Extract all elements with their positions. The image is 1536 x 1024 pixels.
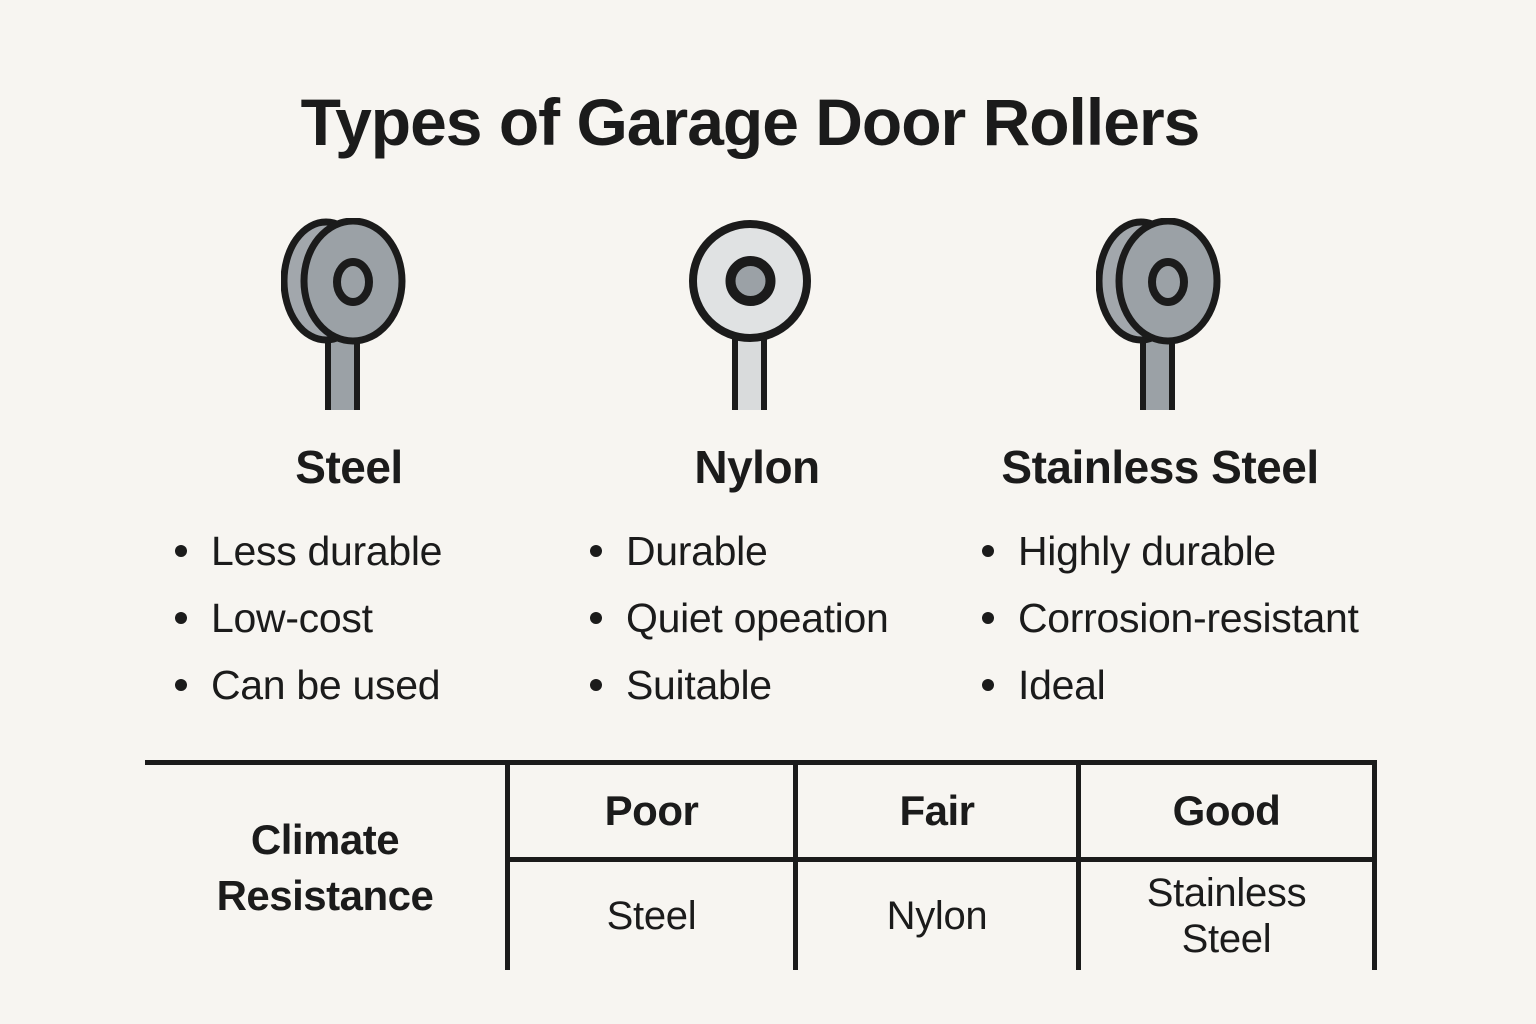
table-row-header: Climate Resistance bbox=[216, 815, 434, 919]
bullet-item: Ideal bbox=[982, 661, 1359, 709]
bullet-text: Highly durable bbox=[1018, 527, 1276, 574]
bullet-text: Ideal bbox=[1018, 661, 1106, 708]
rating-cell-good: Good bbox=[1076, 765, 1372, 862]
bullet-dot-icon bbox=[982, 545, 994, 557]
bullet-item: Low-cost bbox=[175, 594, 442, 642]
bullet-item: Can be used bbox=[175, 661, 442, 709]
bullet-text: Suitable bbox=[626, 661, 772, 708]
type-heading-steel: Steel bbox=[295, 441, 403, 493]
bullet-text: Less durable bbox=[211, 527, 443, 574]
bullet-item: Suitable bbox=[590, 661, 889, 709]
bullet-text: Low-cost bbox=[211, 594, 373, 641]
bullet-text: Quiet opeation bbox=[626, 594, 889, 641]
material-cell-steel: Steel bbox=[505, 862, 793, 970]
bullet-item: Durable bbox=[590, 527, 889, 575]
bullet-item: Highly durable bbox=[982, 527, 1359, 575]
bullet-dot-icon bbox=[175, 679, 187, 691]
stainless-steel-roller-icon bbox=[1096, 218, 1221, 410]
nylon-bullet-list: Durable Quiet opeation Suitable bbox=[590, 527, 889, 728]
bullet-dot-icon bbox=[982, 679, 994, 691]
bullet-item: Quiet opeation bbox=[590, 594, 889, 642]
steel-bullet-list: Less durable Low-cost Can be used bbox=[175, 527, 442, 728]
bullet-text: Corrosion-resistant bbox=[1018, 594, 1359, 641]
bullet-dot-icon bbox=[175, 612, 187, 624]
bullet-text: Can be used bbox=[211, 661, 441, 708]
type-heading-nylon: Nylon bbox=[694, 441, 820, 493]
bullet-dot-icon bbox=[982, 612, 994, 624]
bullet-item: Less durable bbox=[175, 527, 442, 575]
bullet-dot-icon bbox=[590, 679, 602, 691]
bullet-dot-icon bbox=[590, 545, 602, 557]
bullet-dot-icon bbox=[590, 612, 602, 624]
table-grid: Poor Fair Good Steel Nylon Stainless Ste… bbox=[505, 765, 1377, 970]
steel-roller-icon bbox=[281, 218, 406, 410]
page-title: Types of Garage Door Rollers bbox=[300, 85, 1201, 159]
bullet-dot-icon bbox=[175, 545, 187, 557]
bullet-text: Durable bbox=[626, 527, 768, 574]
material-label: Stainless Steel bbox=[1146, 871, 1307, 961]
type-heading-stainless-steel: Stainless Steel bbox=[1001, 441, 1319, 493]
bullet-item: Corrosion-resistant bbox=[982, 594, 1359, 642]
climate-resistance-table: Climate Resistance Poor Fair Good Steel … bbox=[145, 760, 1377, 970]
rating-cell-poor: Poor bbox=[505, 765, 793, 862]
stainless-steel-bullet-list: Highly durable Corrosion-resistant Ideal bbox=[982, 527, 1359, 728]
material-cell-stainless-steel: Stainless Steel bbox=[1076, 862, 1372, 970]
rating-cell-fair: Fair bbox=[793, 765, 1076, 862]
nylon-roller-icon bbox=[687, 218, 812, 410]
material-cell-nylon: Nylon bbox=[793, 862, 1076, 970]
